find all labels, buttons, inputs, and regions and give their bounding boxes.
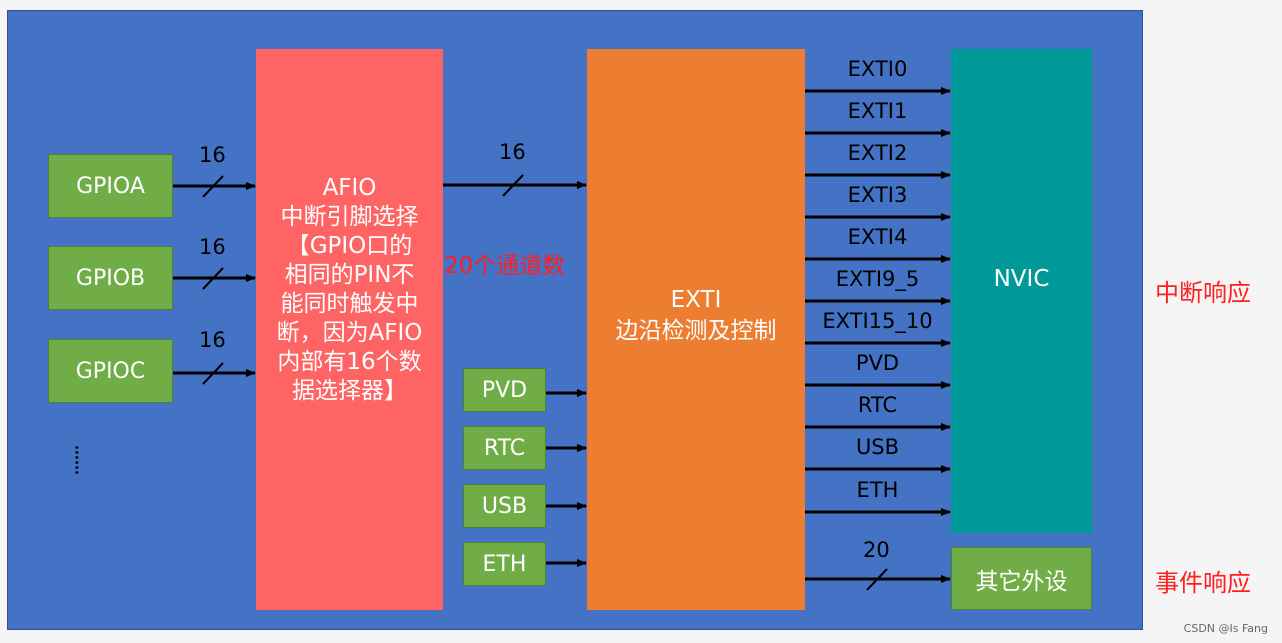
- rtc-source-box: RTC: [463, 426, 546, 470]
- channel-count-note: 20个通道数: [444, 253, 566, 279]
- usb-source-box: USB: [463, 484, 546, 528]
- event-response-label: 事件响应: [1155, 569, 1251, 597]
- other-peripherals-box: 其它外设: [951, 547, 1092, 610]
- gpioc-box: GPIOC: [48, 339, 173, 403]
- gpioa-box: GPIOA: [48, 154, 173, 218]
- exti-output-label: EXTI15_10: [822, 309, 933, 333]
- footer-watermark: CSDN @Is Fang: [1183, 622, 1268, 635]
- exti-output-label: EXTI9_5: [835, 267, 920, 291]
- exti-output-label: ETH: [856, 478, 899, 502]
- exti-output-label: EXTI4: [847, 225, 908, 249]
- interrupt-response-label: 中断响应: [1155, 279, 1251, 307]
- exti-output-label: RTC: [857, 393, 898, 417]
- gpiob-box: GPIOB: [48, 246, 173, 310]
- exti-output-label: EXTI0: [847, 57, 908, 81]
- event-bus-width: 20: [863, 538, 890, 562]
- exti-output-label: USB: [855, 435, 900, 459]
- gpiob-bus-width: 16: [199, 235, 226, 259]
- exti-output-label: EXTI1: [847, 99, 908, 123]
- eth-source-box: ETH: [463, 542, 546, 586]
- exti-output-label: EXTI3: [847, 183, 908, 207]
- exti-output-label: EXTI2: [847, 141, 908, 165]
- nvic-box: NVIC: [951, 49, 1092, 533]
- afio-box: AFIO 中断引脚选择 【GPIO口的 相同的PIN不 能同时触发中 断，因为A…: [256, 49, 443, 610]
- gpioc-bus-width: 16: [199, 328, 226, 352]
- pvd-source-box: PVD: [463, 368, 546, 412]
- exti-output-label: PVD: [855, 351, 900, 375]
- afio-exti-bus-width: 16: [499, 140, 526, 164]
- gpioa-bus-width: 16: [199, 143, 226, 167]
- exti-box: EXTI 边沿检测及控制: [587, 49, 805, 610]
